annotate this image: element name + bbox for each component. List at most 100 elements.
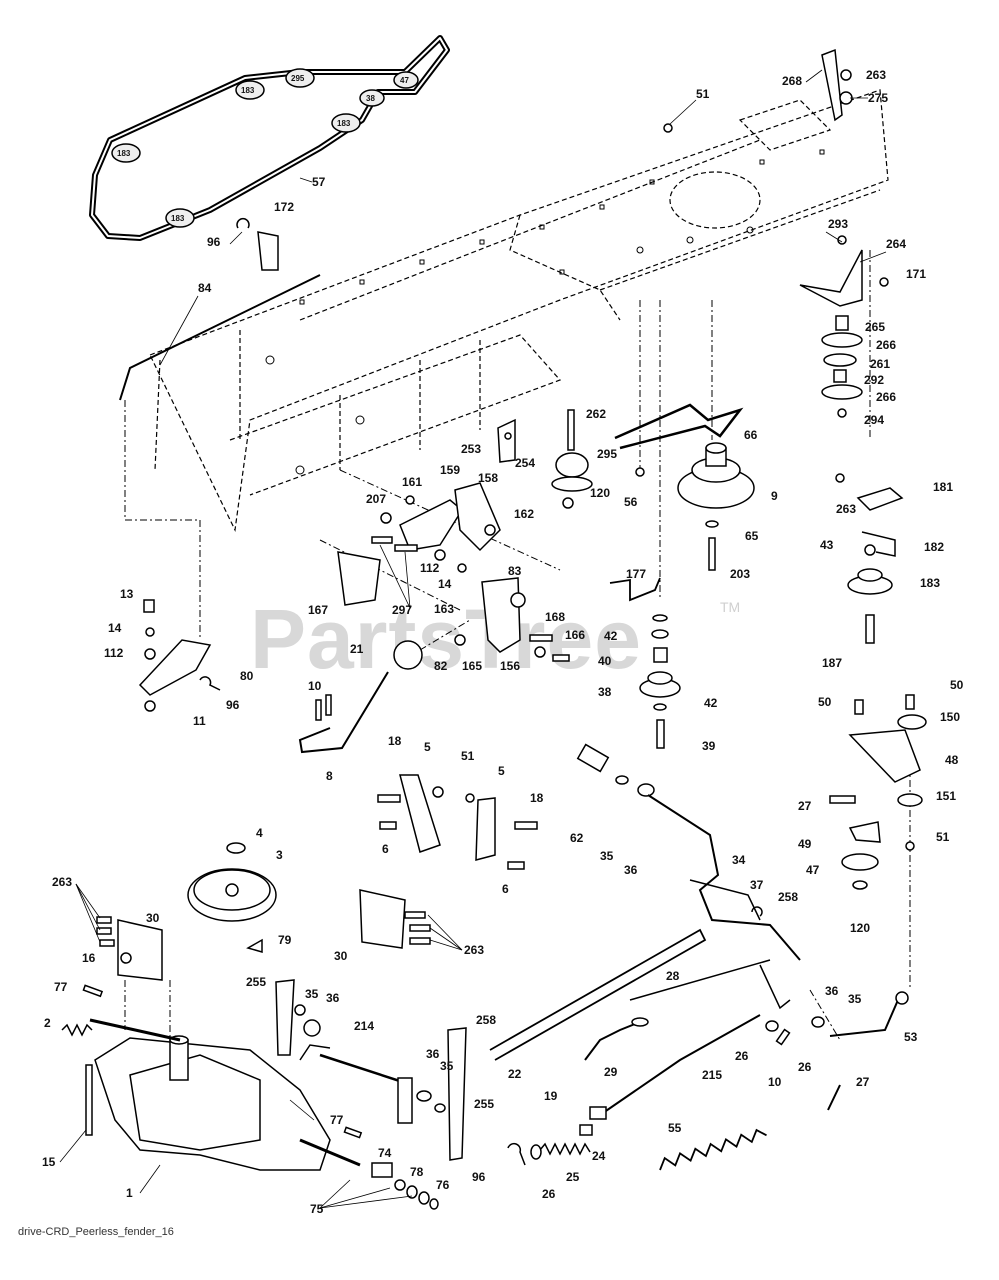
part-number: 292 bbox=[864, 373, 884, 387]
part-number: 215 bbox=[702, 1068, 722, 1082]
part-number: 10 bbox=[308, 679, 322, 693]
part-number: 51 bbox=[461, 749, 475, 763]
part-number: 83 bbox=[508, 564, 522, 578]
part-number: 182 bbox=[924, 540, 944, 554]
part-number: 262 bbox=[586, 407, 606, 421]
part-number: 47 bbox=[806, 863, 820, 877]
part-number: 214 bbox=[354, 1019, 374, 1033]
part-number: 53 bbox=[904, 1030, 918, 1044]
part-number: 51 bbox=[696, 87, 710, 101]
part-number: 295 bbox=[597, 447, 617, 461]
part-number: 18 bbox=[388, 734, 402, 748]
belt-pulley-label: 183 bbox=[117, 149, 131, 158]
part-number: 78 bbox=[410, 1165, 424, 1179]
part-number: 35 bbox=[440, 1059, 454, 1073]
part-number: 19 bbox=[544, 1089, 558, 1103]
part-number: 96 bbox=[472, 1170, 486, 1184]
part-number: 5 bbox=[498, 764, 505, 778]
part-number: 187 bbox=[822, 656, 842, 670]
part-number: 84 bbox=[198, 281, 212, 295]
part-number: 112 bbox=[104, 646, 124, 660]
part-number: 268 bbox=[782, 74, 802, 88]
part-number: 77 bbox=[330, 1113, 344, 1127]
part-number: 4 bbox=[256, 826, 263, 840]
part-number: 263 bbox=[866, 68, 886, 82]
part-number: 5 bbox=[424, 740, 431, 754]
part-number: 35 bbox=[600, 849, 614, 863]
part-number: 10 bbox=[768, 1075, 782, 1089]
part-number: 55 bbox=[668, 1121, 682, 1135]
part-number: 266 bbox=[876, 390, 896, 404]
part-number: 30 bbox=[146, 911, 160, 925]
belt-pulley-marker: 38 bbox=[359, 89, 385, 107]
part-number: 25 bbox=[566, 1170, 580, 1184]
frame-holes bbox=[265, 149, 825, 475]
part-number: 13 bbox=[120, 587, 134, 601]
belt-pulley-label: 47 bbox=[400, 76, 409, 85]
part-number: 37 bbox=[750, 878, 764, 892]
part-number: 2 bbox=[44, 1016, 51, 1030]
part-number: 297 bbox=[392, 603, 412, 617]
part-number: 172 bbox=[274, 200, 294, 214]
part-number: 120 bbox=[590, 486, 610, 500]
drive-belt bbox=[89, 35, 450, 241]
part-number: 171 bbox=[906, 267, 926, 281]
part-number: 16 bbox=[82, 951, 96, 965]
belt-pulley-label: 295 bbox=[291, 74, 305, 83]
belt-pulley-label: 183 bbox=[241, 86, 255, 95]
part-number: 165 bbox=[462, 659, 482, 673]
part-number: 74 bbox=[378, 1146, 392, 1160]
part-number: 39 bbox=[702, 739, 716, 753]
part-number: 263 bbox=[836, 502, 856, 516]
part-number: 255 bbox=[474, 1097, 494, 1111]
part-number: 27 bbox=[856, 1075, 870, 1089]
part-number: 264 bbox=[886, 237, 906, 251]
part-number: 38 bbox=[598, 685, 612, 699]
part-number: 65 bbox=[745, 529, 759, 543]
part-number: 50 bbox=[818, 695, 832, 709]
part-number: 36 bbox=[426, 1047, 440, 1061]
part-number: 151 bbox=[936, 789, 956, 803]
part-number: 293 bbox=[828, 217, 848, 231]
belt-pulley-marker: 47 bbox=[393, 71, 419, 89]
part-number: 79 bbox=[278, 933, 292, 947]
assembly-lines bbox=[124, 250, 911, 1041]
part-number: 24 bbox=[592, 1149, 606, 1163]
part-number: 66 bbox=[744, 428, 758, 442]
part-drawings bbox=[61, 48, 927, 1210]
part-number: 26 bbox=[735, 1049, 749, 1063]
part-number: 96 bbox=[226, 698, 240, 712]
belt-pulley-marker: 183 bbox=[165, 208, 195, 228]
part-number: 48 bbox=[945, 753, 959, 767]
part-number: 181 bbox=[933, 480, 953, 494]
belt-pulley-label: 183 bbox=[171, 214, 185, 223]
belt-pulley-label: 183 bbox=[337, 119, 351, 128]
part-number: 6 bbox=[502, 882, 509, 896]
part-number: 258 bbox=[476, 1013, 496, 1027]
part-number: 80 bbox=[240, 669, 254, 683]
part-number: 40 bbox=[598, 654, 612, 668]
part-number: 57 bbox=[312, 175, 326, 189]
part-number: 167 bbox=[308, 603, 328, 617]
part-number: 263 bbox=[464, 943, 484, 957]
part-number: 14 bbox=[108, 621, 122, 635]
part-number: 120 bbox=[850, 921, 870, 935]
part-number: 3 bbox=[276, 848, 283, 862]
part-number: 51 bbox=[936, 830, 950, 844]
part-number: 261 bbox=[870, 357, 890, 371]
part-number: 1 bbox=[126, 1186, 133, 1200]
belt-pulley-marker: 295 bbox=[285, 68, 315, 88]
part-number: 56 bbox=[624, 495, 638, 509]
part-number: 183 bbox=[920, 576, 940, 590]
part-number: 156 bbox=[500, 659, 520, 673]
part-number: 28 bbox=[666, 969, 680, 983]
belt-pulley-marker: 183 bbox=[111, 143, 141, 163]
part-number: 275 bbox=[868, 91, 888, 105]
part-number-labels: 57 51 268 263 275 96 172 84 293 264 171 … bbox=[42, 68, 964, 1216]
frame-outline bbox=[149, 89, 889, 533]
part-number: 150 bbox=[940, 710, 960, 724]
part-number: 42 bbox=[704, 696, 718, 710]
belt-pulley-marker: 183 bbox=[235, 80, 265, 100]
part-number: 62 bbox=[570, 831, 584, 845]
part-number: 76 bbox=[436, 1178, 450, 1192]
